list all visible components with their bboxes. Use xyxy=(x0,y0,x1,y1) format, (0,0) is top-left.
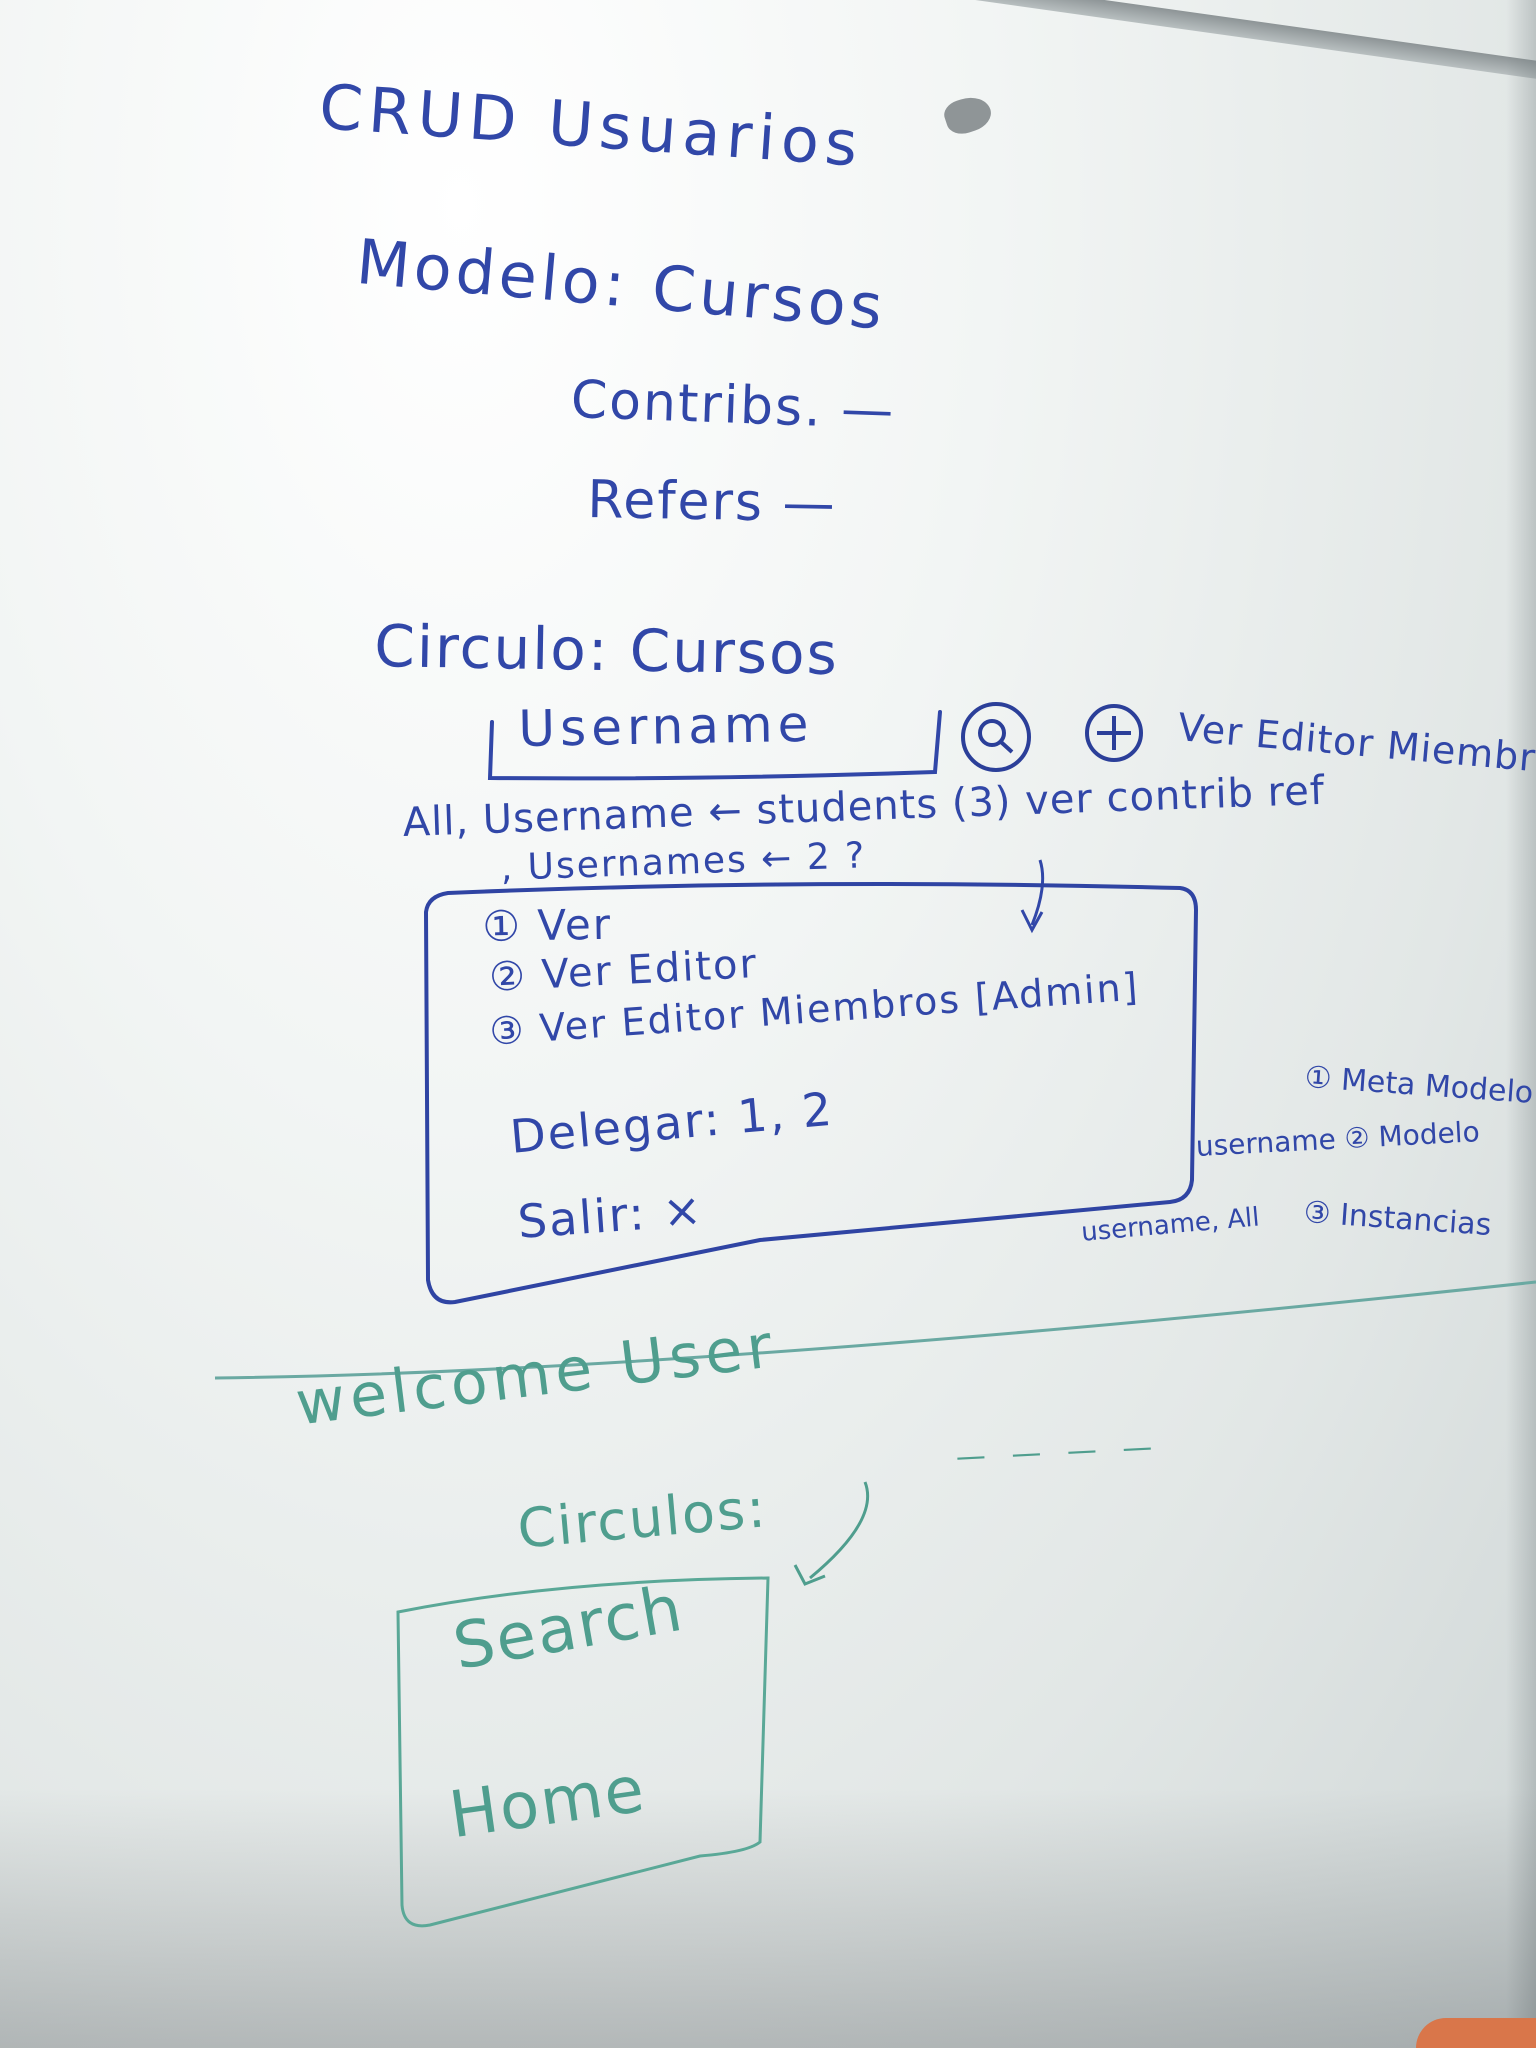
green-arrow xyxy=(809,1481,870,1580)
circulo-heading: Circulo: Cursos xyxy=(373,612,840,689)
green-menu-outline xyxy=(396,1576,770,1928)
whiteboard-frame-shadow xyxy=(1506,0,1536,2048)
section-divider xyxy=(214,1280,1536,1380)
search-icon xyxy=(961,702,1031,772)
menu-option-ver: ① Ver xyxy=(482,899,613,951)
arrow-down xyxy=(1030,859,1045,926)
modelo-item-contribs: Contribs. — xyxy=(569,370,897,442)
orange-object xyxy=(1416,2018,1536,2048)
modelo-item-refers: Refers — xyxy=(586,470,838,535)
search-field-outline xyxy=(487,710,942,781)
bottom-shadow xyxy=(0,1788,1536,2048)
username-field-placeholder[interactable]: Username xyxy=(518,694,814,758)
menu-box-outline xyxy=(423,882,1199,1305)
plus-icon xyxy=(1085,704,1143,762)
